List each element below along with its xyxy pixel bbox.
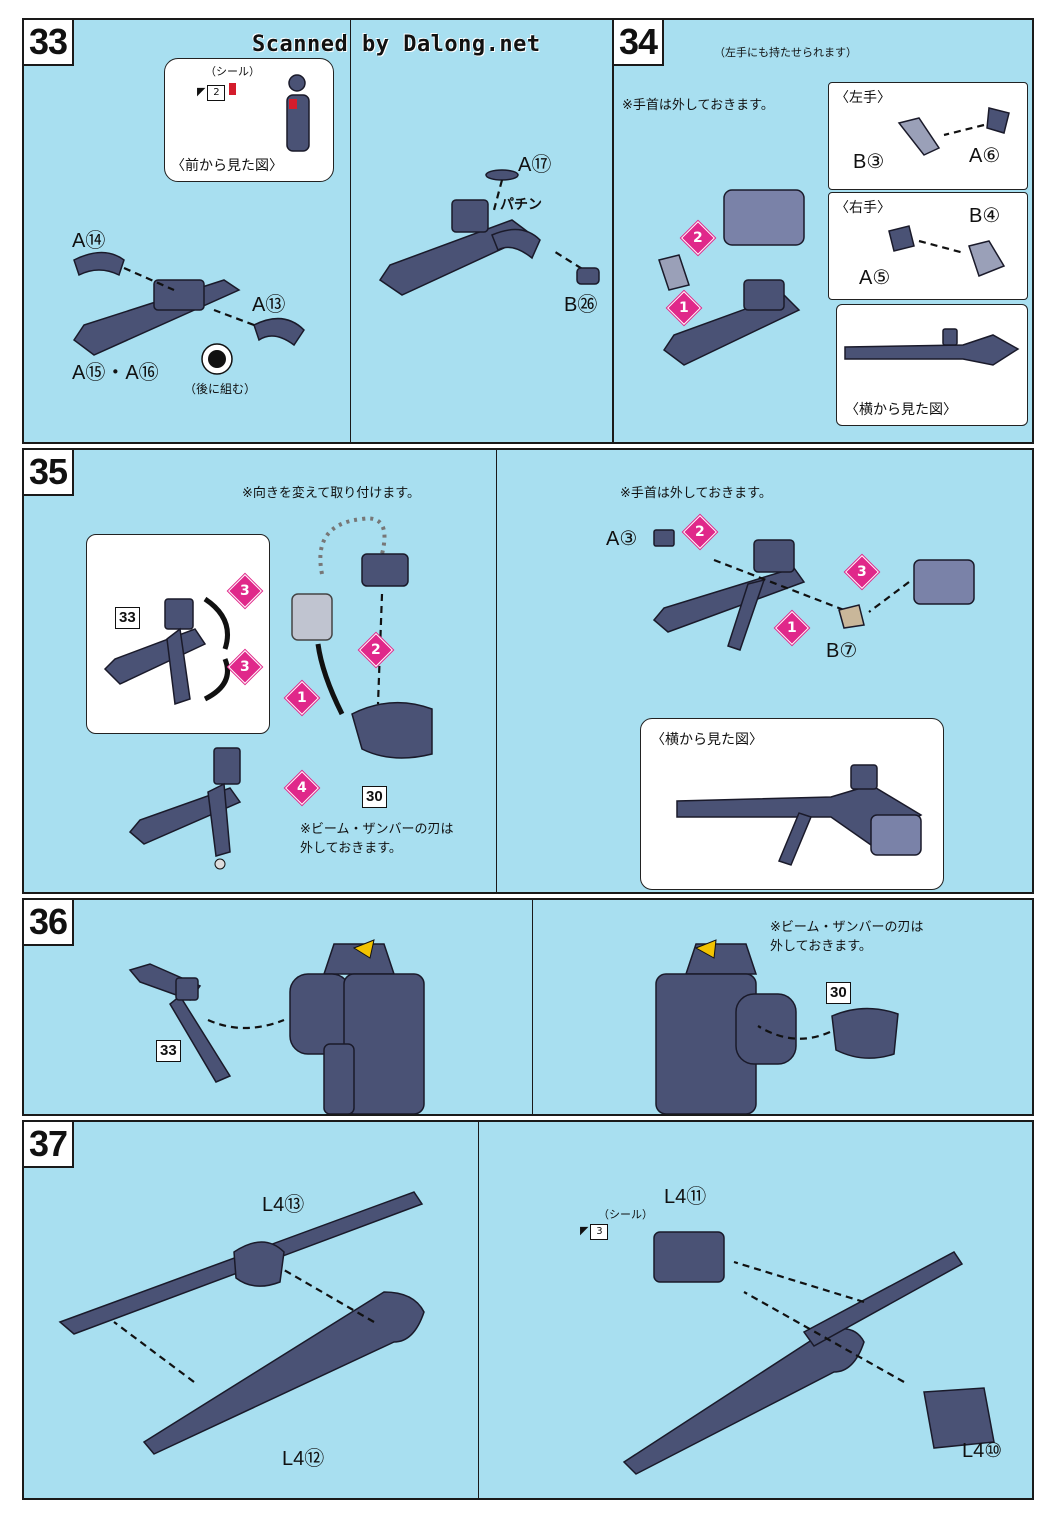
- step-33-rifle-left: [72, 251, 305, 356]
- part-a15-a16-label: A⑮・A⑯: [72, 362, 159, 384]
- wrist-note: ※手首は外しておきます。: [620, 486, 772, 501]
- step-35-right-assembly: [652, 529, 975, 651]
- part-b3-label: B③: [853, 151, 885, 173]
- side-view-assembly: [676, 764, 923, 866]
- part-a3-label: A③: [606, 528, 638, 550]
- right-hand-label: 〈右手〉: [835, 200, 891, 216]
- orient-note: ※向きを変えて取り付けます。: [242, 486, 420, 501]
- side-view-callout: 〈横から見た図〉: [640, 718, 944, 890]
- blade-note: ※ビーム・ザンバーの刃は外しておきます。: [300, 822, 454, 856]
- step-35-panel: 35 ※向きを変えて取り付けます。 33 3 3 1 2 30 4: [22, 448, 1034, 894]
- ref-33: 33: [156, 1040, 181, 1062]
- watermark: Scanned by Dalong.net: [252, 32, 541, 57]
- step-37-left-lance: [58, 1191, 425, 1455]
- step-36-arrow-right: [757, 1025, 831, 1040]
- side-view-label: 〈横から見た図〉: [651, 732, 763, 748]
- side-view-label: 〈横から見た図〉: [845, 402, 957, 418]
- step-36-divider: [532, 900, 533, 1114]
- left-hand-callout: 〈左手〉 B③ A⑥: [828, 82, 1028, 190]
- step-36-left-rifle: [128, 963, 232, 1083]
- side-view-rifle: [844, 328, 1020, 366]
- rotate-assembly: [103, 596, 230, 706]
- part-a14-label: A⑭: [72, 230, 106, 252]
- right-hand-parts: [888, 225, 1006, 277]
- front-view-callout: （シール） ◤2 〈前から見た図〉: [164, 58, 334, 182]
- part-a17-label: A⑰: [518, 154, 552, 176]
- side-view-callout: 〈横から見た図〉: [836, 304, 1028, 426]
- step-number: 37: [24, 1122, 75, 1168]
- part-l4-10-label: L4⑩: [962, 1440, 1003, 1462]
- rotate-callout: 33 3 3: [86, 534, 270, 734]
- step-36-robot-left: [289, 939, 425, 1114]
- after-note: （後に組む）: [184, 382, 257, 396]
- left-hand-label: 〈左手〉: [835, 90, 891, 106]
- part-l4-11-label: L4⑪: [664, 1186, 707, 1208]
- left-hand-parts: [897, 107, 1010, 156]
- step-number: 36: [24, 900, 75, 946]
- part-b4-label: B④: [969, 205, 1001, 227]
- step-37-divider: [478, 1122, 479, 1498]
- seal-label: （シール）: [598, 1208, 653, 1221]
- part-l4-13-label: L4⑬: [262, 1194, 305, 1216]
- step-number: 34: [614, 20, 665, 66]
- part-b7-label: B⑦: [826, 640, 858, 662]
- step-36-arrow-left: [207, 1018, 285, 1030]
- step-37-panel: 37 L4⑬ L4⑫ （シール） ◤3 L4⑪ L4⑩: [22, 1120, 1034, 1500]
- part-a5-label: A⑤: [859, 267, 891, 289]
- step-34-panel: 34 （左手にも持たせられます） ※手首は外しておきます。 〈左手〉 B③ A⑥…: [612, 18, 1034, 444]
- ref-30: 30: [826, 982, 851, 1004]
- after-icon: [201, 343, 233, 375]
- step-37-right-lance: [622, 1231, 995, 1475]
- front-view-label: 〈前から見た図〉: [171, 158, 283, 174]
- part-a13-label: A⑬: [252, 294, 286, 316]
- part-l4-12-label: L4⑫: [282, 1448, 325, 1470]
- part-b26-label: B㉖: [564, 294, 598, 316]
- ref-30: 30: [362, 786, 387, 808]
- hand-swap: [291, 516, 433, 759]
- step-33-divider: [350, 20, 351, 442]
- step-34-note: ※手首は外しておきます。: [622, 98, 774, 113]
- step-33-panel: 33 （シール） ◤2 〈前から見た図〉 A⑭ A⑬ A⑮・A⑯ （後に: [22, 18, 614, 444]
- step-35-divider: [496, 450, 497, 892]
- instruction-page: Scanned by Dalong.net 33 （シール） ◤2 〈前から見た…: [22, 18, 1034, 1500]
- step-34-assembly: [658, 189, 805, 366]
- step-36-robot-right: [655, 939, 797, 1114]
- seal-number: ◤2: [197, 83, 236, 101]
- step-34-header-note: （左手にも持たせられます）: [714, 46, 857, 59]
- step-number: 33: [24, 20, 75, 66]
- step-33-rifle-right: [378, 169, 600, 296]
- step-35-rifle-lower: [128, 747, 242, 870]
- step-number: 35: [24, 450, 75, 496]
- seal-label: （シール）: [205, 65, 260, 78]
- seal-number: ◤3: [580, 1224, 609, 1240]
- right-hand-callout: 〈右手〉 B④ A⑤: [828, 192, 1028, 300]
- part-a6-label: A⑥: [969, 145, 1001, 167]
- step-36-hand-part: [831, 1007, 899, 1059]
- ref-33: 33: [115, 607, 140, 629]
- head-part-icon: [286, 74, 310, 152]
- snap-sound: パチン: [500, 197, 542, 213]
- blade-note: ※ビーム・ザンバーの刃は外しておきます。: [770, 920, 924, 954]
- step-36-panel: 36 33 ※ビーム・ザンバーの刃は外しておきます。 30: [22, 898, 1034, 1116]
